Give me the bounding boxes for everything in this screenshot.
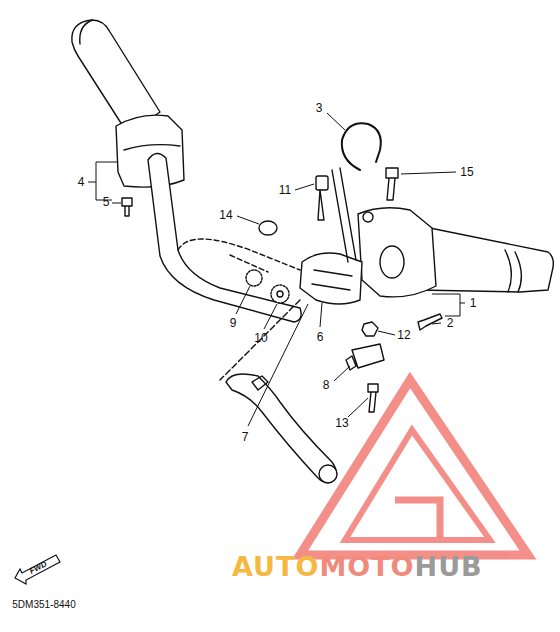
callout-number: 10 [254,332,267,344]
callout-number: 9 [230,317,237,329]
callout-number: 1 [470,297,477,309]
screw [418,314,442,330]
direction-arrow: FWD [12,552,64,586]
watermark-text: AUTO [232,552,319,582]
watermark-text: HUB [415,552,483,582]
callout-number: 3 [316,102,323,114]
arrow-shape [15,555,60,584]
brake-switch [346,344,384,370]
plug [259,221,277,235]
callout-number: 13 [335,417,348,429]
callout-number: 14 [219,209,232,221]
callout-number: 12 [397,329,410,341]
brake-lever [226,374,337,483]
left-lever [148,153,301,322]
cable [332,168,356,262]
screw [122,198,132,216]
watermark-text: MOTO [319,552,414,582]
callout-number: 8 [323,379,330,391]
adjuster-knob [246,270,262,286]
watermark: AUTOMOTOHUB [232,552,483,582]
right-switch-housing [358,208,436,297]
callout-number: 5 [103,196,110,208]
callout-number: 7 [242,431,249,443]
screw [368,384,378,412]
watermark-triangle [300,380,528,555]
callout-number: 11 [279,184,291,196]
leader-lines [88,113,465,426]
drawing-code: 5DM351-8440 [12,600,75,610]
nut [362,322,378,336]
lever-perch [300,253,362,304]
callout-number: 4 [78,176,85,188]
screw [386,168,398,200]
callout-number: 15 [460,166,473,178]
circlip [342,123,381,170]
callout-number: 2 [447,317,454,329]
callout-number: 6 [317,331,324,343]
adjuster-knob [271,285,289,303]
throttle-grip [418,226,553,292]
